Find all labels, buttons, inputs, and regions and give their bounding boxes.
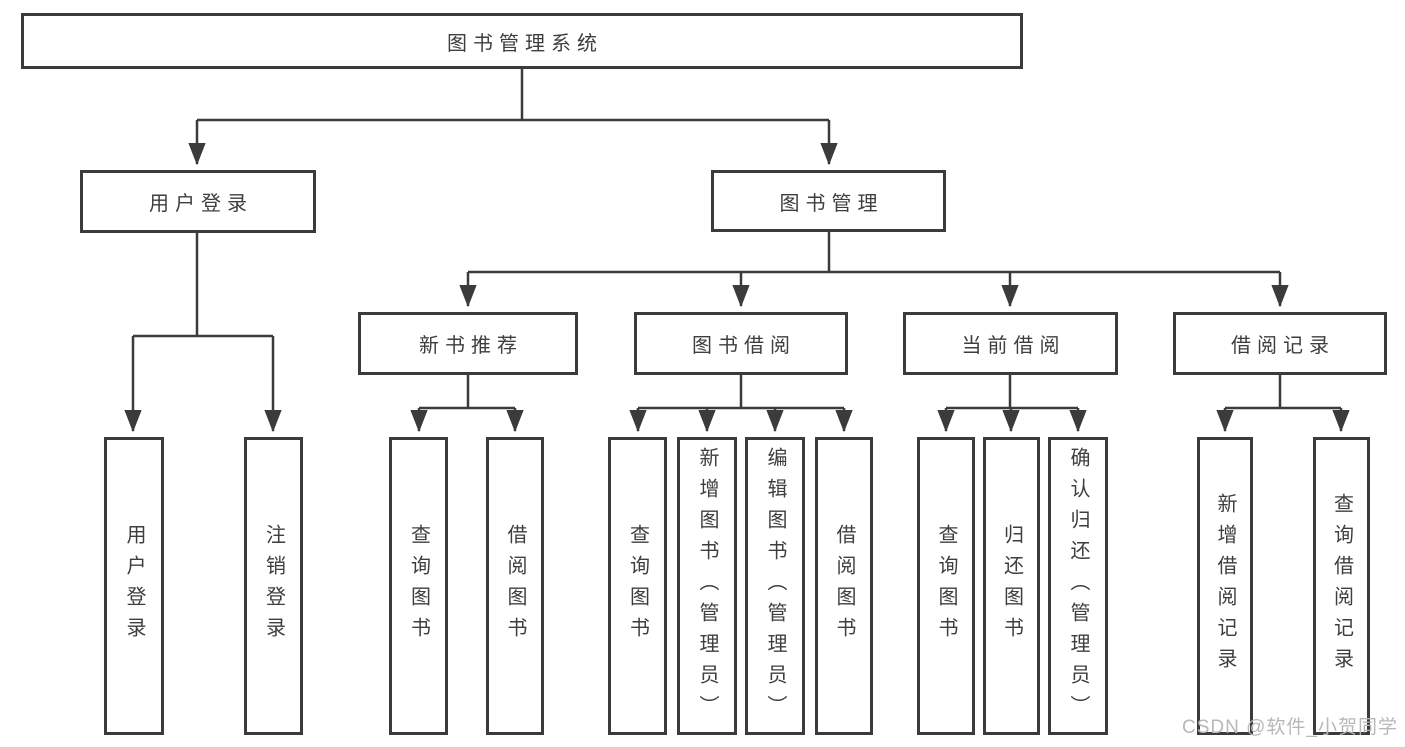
leaf-query-book-recommend: 查询图书 (389, 437, 448, 735)
node-book-management: 图书管理 (711, 170, 946, 232)
node-current-borrow: 当前借阅 (903, 312, 1118, 375)
csdn-watermark: CSDN @软件_小贺同学 (1182, 717, 1398, 738)
node-user-login: 用户登录 (80, 170, 316, 233)
node-new-book-recommend: 新书推荐 (358, 312, 578, 375)
node-borrow-record: 借阅记录 (1173, 312, 1387, 375)
leaf-query-book-current: 查询图书 (917, 437, 975, 735)
leaf-query-borrow-record: 查询借阅记录 (1313, 437, 1370, 735)
leaf-confirm-return-admin: 确认归还（管理员） (1048, 437, 1108, 735)
leaf-borrow-book-recommend: 借阅图书 (486, 437, 544, 735)
leaf-add-book-admin: 新增图书（管理员） (677, 437, 737, 735)
leaf-return-book: 归还图书 (983, 437, 1040, 735)
leaf-user-login: 用户登录 (104, 437, 164, 735)
leaf-add-borrow-record: 新增借阅记录 (1197, 437, 1253, 735)
leaf-borrow-book: 借阅图书 (815, 437, 873, 735)
node-book-borrow: 图书借阅 (634, 312, 848, 375)
leaf-edit-book-admin: 编辑图书（管理员） (745, 437, 805, 735)
node-library-system: 图书管理系统 (21, 13, 1023, 69)
leaf-query-book-borrow: 查询图书 (608, 437, 667, 735)
leaf-logout: 注销登录 (244, 437, 303, 735)
